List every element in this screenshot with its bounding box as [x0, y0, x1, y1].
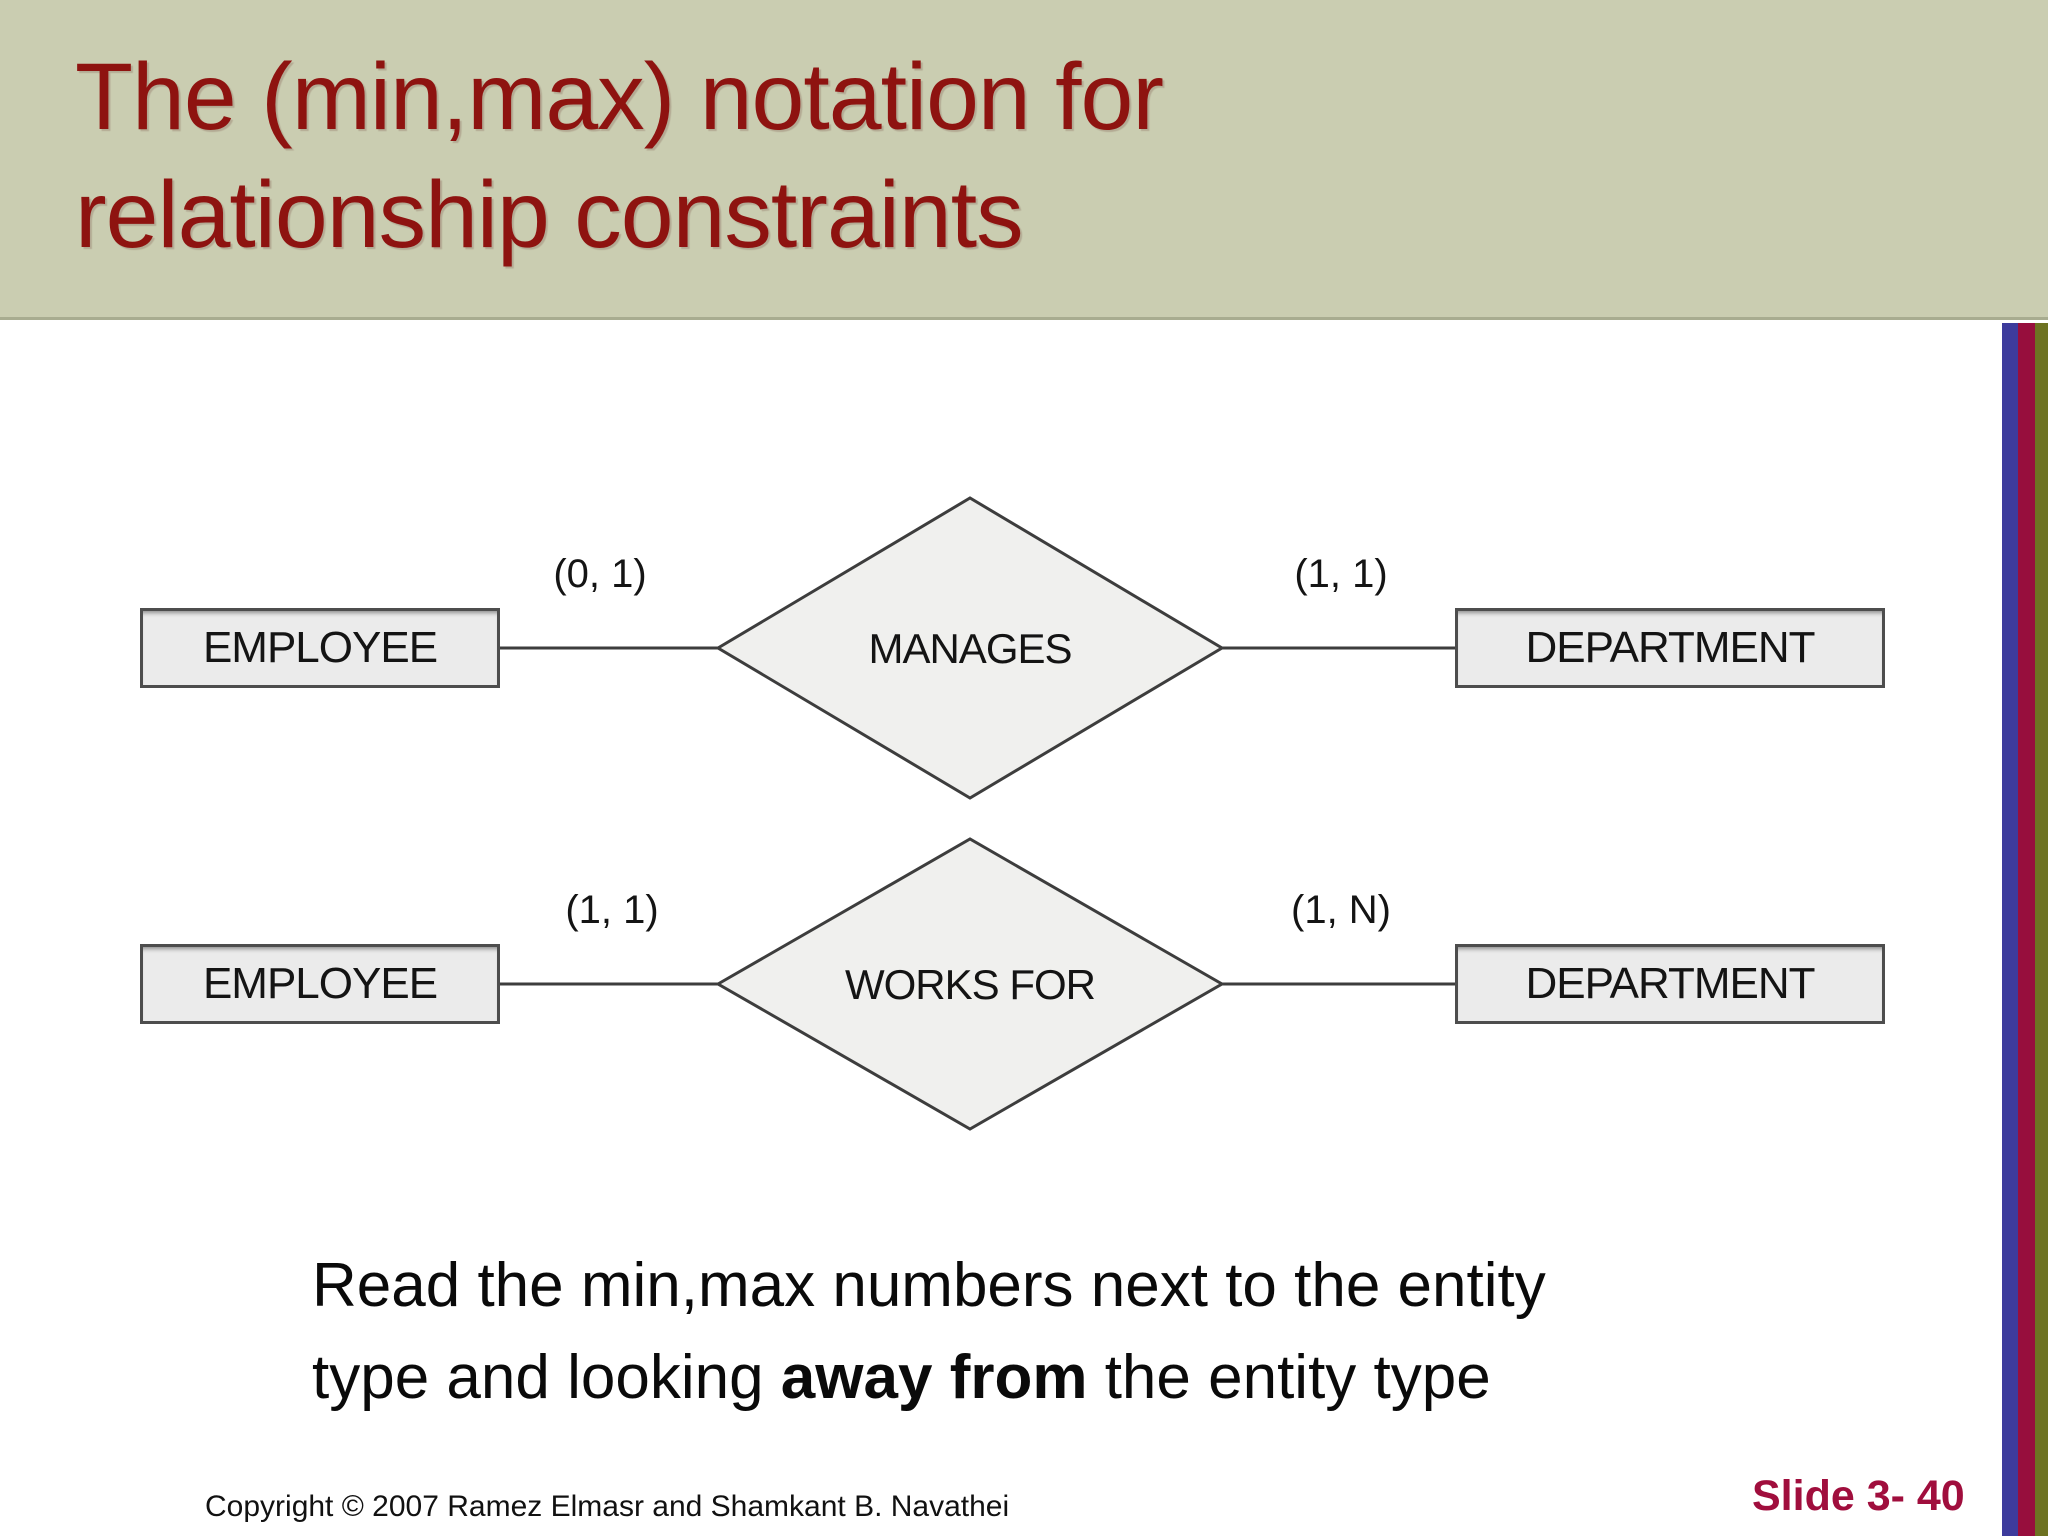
caption-line2-suffix: the entity type — [1087, 1343, 1491, 1412]
edge-stripe-blue — [2002, 323, 2018, 1536]
cardinality-label-right-row1: (1, 1) — [1294, 552, 1388, 596]
caption-line2-prefix: type and looking — [312, 1343, 781, 1412]
cardinality-label-right-row2: (1, N) — [1291, 888, 1391, 932]
entity-department-row1: DEPARTMENT — [1455, 608, 1885, 688]
title-band: The (min,max) notation for relationship … — [0, 0, 2048, 320]
edge-stripe-olive — [2035, 323, 2048, 1536]
slide-title-line2: relationship constraints — [75, 162, 1024, 268]
relationship-label-manages: MANAGES — [868, 625, 1072, 672]
entity-department-row2: DEPARTMENT — [1455, 944, 1885, 1024]
entity-employee-row2: EMPLOYEE — [140, 944, 500, 1024]
caption-text: Read the min,max numbers next to the ent… — [312, 1240, 1752, 1424]
relationship-label-works-for: WORKS FOR — [845, 961, 1096, 1008]
caption-line2: type and looking away from the entity ty… — [312, 1332, 1752, 1424]
cardinality-label-left-row1: (0, 1) — [553, 552, 647, 596]
cardinality-label-left-row2: (1, 1) — [565, 888, 659, 932]
copyright-text: Copyright © 2007 Ramez Elmasr and Shamka… — [205, 1490, 1010, 1523]
slide-number: Slide 3- 40 — [1752, 1472, 1965, 1520]
slide-title: The (min,max) notation for relationship … — [75, 38, 1164, 274]
edge-stripe-maroon — [2018, 323, 2035, 1536]
entity-employee-row1: EMPLOYEE — [140, 608, 500, 688]
caption-line2-bold: away from — [780, 1343, 1088, 1412]
caption-line1: Read the min,max numbers next to the ent… — [312, 1251, 1546, 1320]
slide-title-line1: The (min,max) notation for — [75, 44, 1164, 150]
